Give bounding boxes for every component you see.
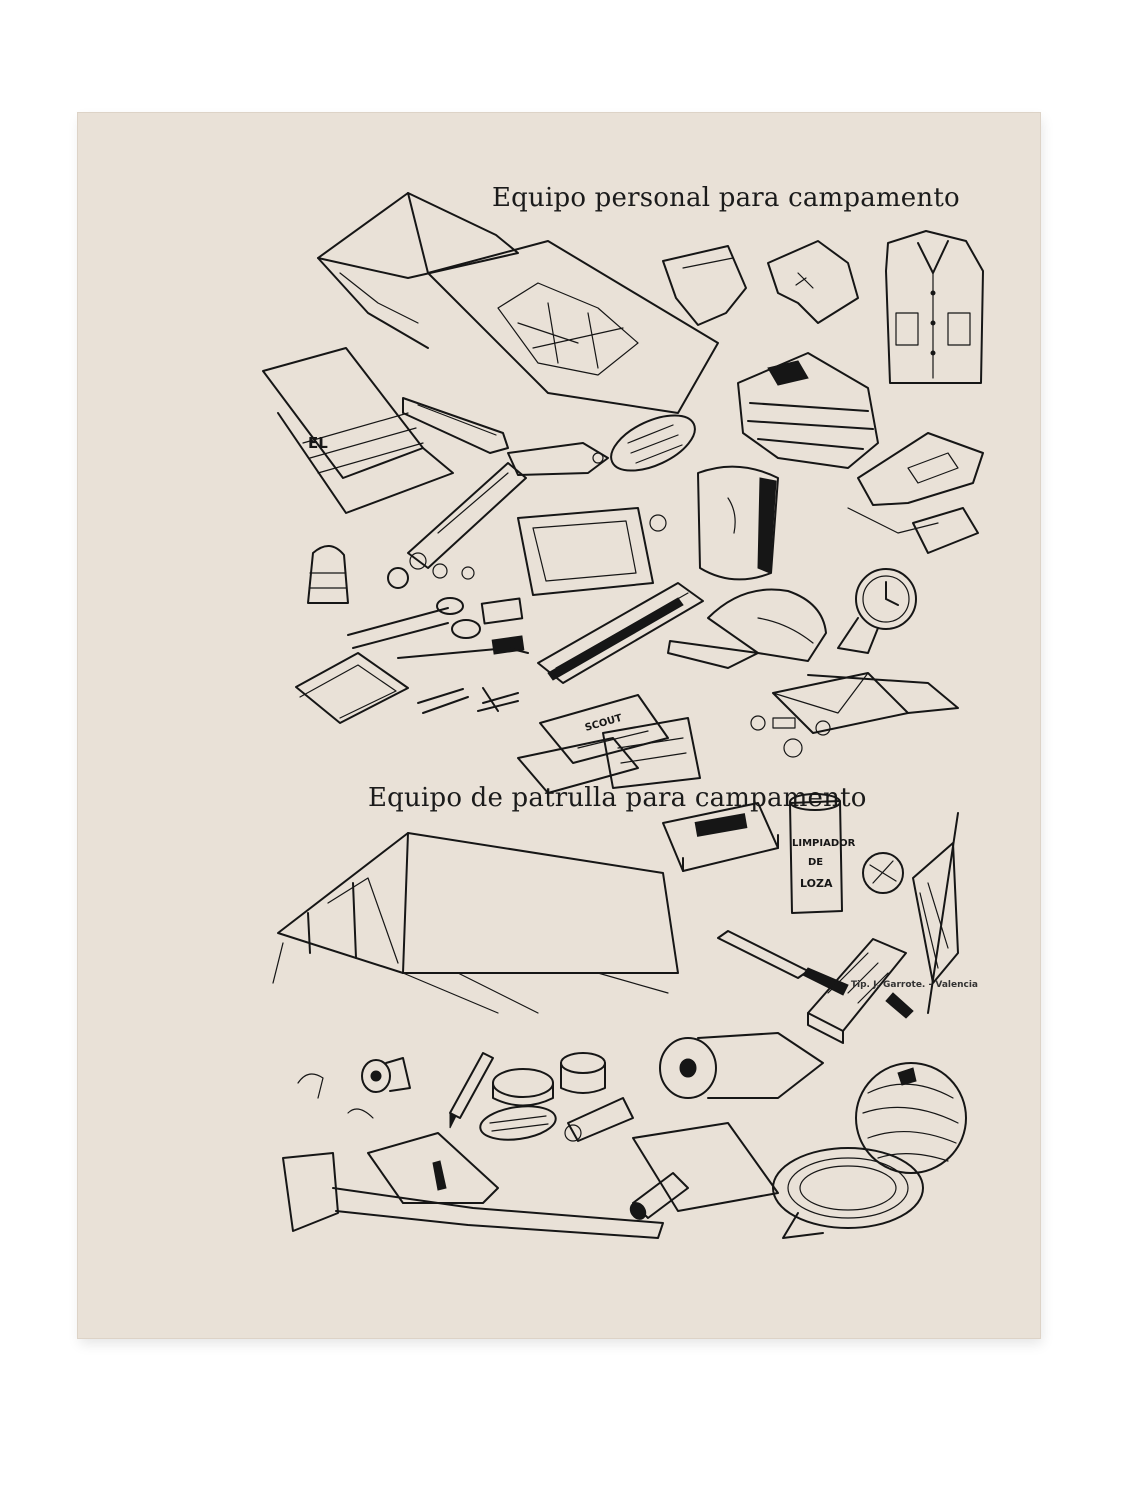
harmonica-icon	[538, 583, 703, 683]
newspaper-icon: EL	[263, 348, 453, 513]
can-label-line2: DE	[808, 857, 823, 868]
dish-cleaner-can-icon: LIMPIADOR DE LOZA	[790, 794, 856, 913]
bandage-rolls-icon	[565, 1098, 633, 1141]
shoe-icon	[848, 433, 983, 533]
envelopes-icon	[773, 673, 958, 733]
cooking-knife-icon	[718, 931, 848, 995]
soap-box-icon	[663, 803, 778, 871]
marker-pen-icon	[450, 1053, 493, 1128]
newspaper-label: EL	[308, 434, 328, 452]
scouring-pad-icon	[863, 853, 903, 893]
pocket-knife-icon	[403, 398, 508, 453]
polish-tins-icon	[493, 1053, 605, 1106]
printed-sheet: Equipo personal para campamento Equipo d…	[78, 113, 1040, 1338]
buttons-icon	[388, 564, 474, 588]
sewing-kit-icon	[482, 598, 524, 654]
patrol-flag-icon	[913, 813, 958, 1013]
shorts-icon	[663, 246, 746, 325]
thread-reels-icon	[298, 1058, 410, 1118]
coins-icon	[751, 716, 830, 757]
axe-icon	[283, 1153, 663, 1238]
sponge-block-icon	[808, 939, 913, 1043]
tshirt-icon	[768, 241, 858, 323]
roller-tube-icon	[627, 1173, 688, 1222]
safety-pins-icon	[418, 688, 518, 713]
title-personal-equipment: Equipo personal para campamento	[492, 183, 960, 213]
flashlight-icon	[408, 463, 526, 569]
cap-icon	[668, 590, 826, 668]
wristwatch-icon	[838, 508, 978, 653]
patrol-tent-icon	[273, 833, 678, 1013]
bivouac-tent-icon	[318, 193, 518, 348]
twine-ball-icon	[856, 1063, 966, 1173]
printer-credit: Tip. J. Garrote. - Valencia	[850, 980, 978, 990]
rope-coil-icon	[773, 1148, 923, 1238]
axe-sheath-icon	[368, 1133, 498, 1203]
toothpaste-icon	[508, 443, 608, 475]
equipment-illustration: EL	[78, 113, 1040, 1338]
mirror-icon	[518, 508, 666, 595]
notepad-icon	[603, 718, 700, 788]
paper-sheet-icon	[633, 1123, 778, 1211]
thimble-icon	[308, 546, 348, 603]
scrub-brush-icon	[478, 1102, 558, 1144]
shirt-icon	[886, 231, 983, 383]
can-label-line1: LIMPIADOR	[792, 838, 856, 849]
cup-icon	[698, 467, 778, 580]
scissors-icon	[348, 598, 480, 648]
paper-roll-icon	[660, 1033, 823, 1098]
striped-sweater-icon	[738, 353, 878, 468]
sleeping-bag-icon	[428, 241, 718, 413]
clothes-brush-icon	[603, 404, 703, 482]
can-label-line3: LOZA	[800, 877, 833, 890]
handkerchief-icon	[296, 653, 408, 723]
pencil-icon	[398, 648, 528, 658]
